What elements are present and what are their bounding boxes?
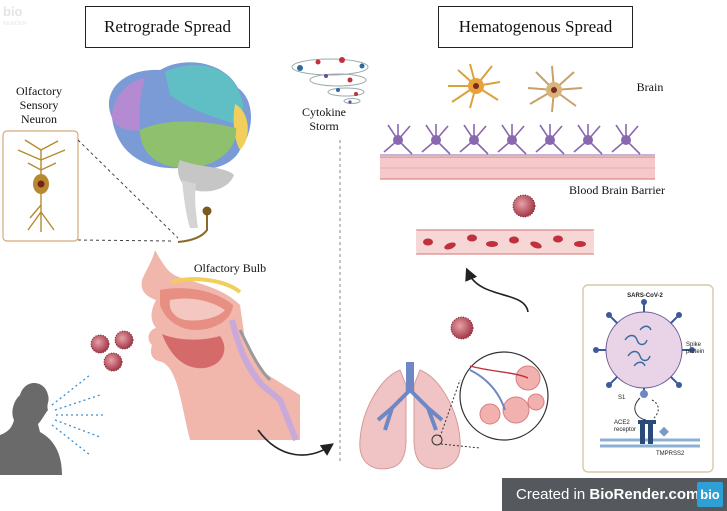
biorender-footer[interactable]: Created in BioRender.com bio xyxy=(502,478,727,511)
cytokine-storm-label: Cytokine Storm xyxy=(302,105,346,133)
ace2-membrane xyxy=(600,420,700,448)
blood-vessel xyxy=(416,229,594,255)
biorender-credit: Created in BioRender.com xyxy=(516,486,700,503)
sars-cov-2-virion xyxy=(593,299,695,421)
tmprss2-label: TMPRSS2 xyxy=(656,451,685,457)
alveoli-zoom xyxy=(459,351,549,441)
astrocyte-cell-1 xyxy=(448,63,501,109)
brain-label: Brain xyxy=(636,80,664,94)
blood-brain-barrier-label: Blood Brain Barrier xyxy=(569,183,665,197)
person-silhouette xyxy=(0,382,62,475)
olfactory-neuron-icon xyxy=(17,139,66,232)
retrograde-spread-title: Retrograde Spread xyxy=(85,6,250,48)
virus-particle-lung xyxy=(450,316,474,340)
olfactory-sensory-neuron-label: Olfactory Sensory Neuron xyxy=(16,84,62,126)
sars-cov-2-title: SARS-CoV-2 xyxy=(627,293,663,299)
astrocyte-cell-2 xyxy=(527,65,583,113)
breath-lines xyxy=(51,374,105,456)
olfactory-bulb-label: Olfactory Bulb xyxy=(193,261,267,275)
head-cross-section xyxy=(141,250,300,442)
hematogenous-spread-title: Hematogenous Spread xyxy=(438,6,633,48)
virus-particles-nose xyxy=(90,330,134,372)
s1-label: S1 xyxy=(618,395,626,401)
spread-arrow xyxy=(257,429,334,456)
brain-illustration xyxy=(108,62,252,228)
upward-arrow xyxy=(465,267,529,313)
lungs-illustration xyxy=(359,362,461,470)
virus-particle-bbb xyxy=(512,194,536,218)
cytokine-storm-icon xyxy=(291,57,369,104)
biorender-logo-icon: bio xyxy=(697,482,723,507)
blood-brain-barrier xyxy=(380,124,655,180)
